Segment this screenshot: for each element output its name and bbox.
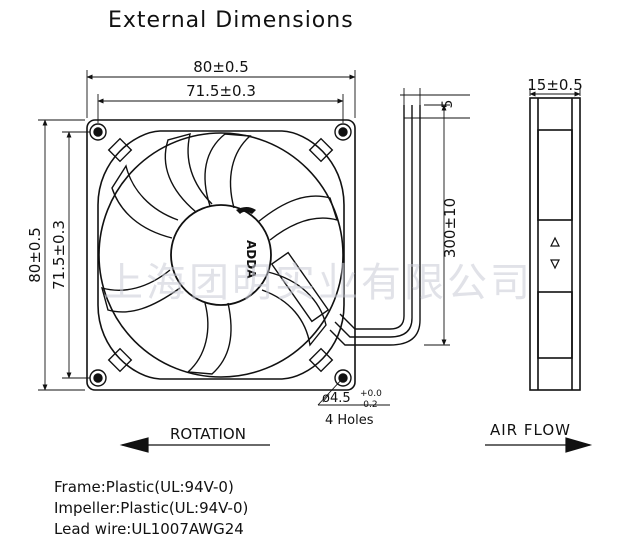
frame-width-label: 80±0.5 bbox=[193, 58, 249, 76]
airflow-label: AIR FLOW bbox=[490, 421, 571, 439]
side-frame bbox=[529, 97, 581, 391]
corner-cutout bbox=[107, 137, 133, 163]
hole-leader-line bbox=[317, 377, 344, 406]
fan-side-view bbox=[529, 97, 581, 391]
company-watermark: 上海团明实业有限公司 bbox=[103, 260, 533, 306]
corner-cutout bbox=[107, 347, 133, 373]
spec-frame: Frame:Plastic(UL:94V-0) bbox=[54, 478, 234, 496]
mounting-hole bbox=[334, 123, 352, 141]
lead-wire bbox=[270, 105, 421, 346]
brand-logo-icon bbox=[236, 207, 256, 214]
mounting-holes bbox=[89, 123, 352, 387]
corner-cutout bbox=[308, 137, 334, 163]
brand-label: ADDA bbox=[244, 240, 258, 279]
side-arrow-icon bbox=[550, 236, 560, 247]
hole-spacing-height-label: 71.5±0.3 bbox=[50, 220, 68, 290]
spec-lead-wire: Lead wire:UL1007AWG24 bbox=[54, 520, 244, 538]
hole-count-label: 4 Holes bbox=[325, 413, 374, 428]
lead-wire-end-label: 5 bbox=[440, 100, 456, 109]
thickness-label: 15±0.5 bbox=[527, 76, 583, 94]
frame-height-label: 80±0.5 bbox=[26, 227, 44, 283]
hole-spacing-width-label: 71.5±0.3 bbox=[186, 82, 256, 100]
hole-diameter-label: ø4.5 bbox=[322, 391, 351, 406]
fan-front-view bbox=[86, 119, 356, 391]
corner-cutout bbox=[308, 347, 334, 373]
side-blade-lower bbox=[537, 291, 573, 359]
fan-blades bbox=[101, 133, 339, 375]
mounting-hole bbox=[334, 369, 352, 387]
side-blade-upper bbox=[537, 129, 573, 221]
spec-impeller: Impeller:Plastic(UL:94V-0) bbox=[54, 499, 249, 517]
airflow-arrow-icon bbox=[565, 437, 593, 453]
blade-circle bbox=[98, 132, 344, 378]
fan-hub bbox=[170, 204, 272, 306]
hole-tol-lower: -0.2 bbox=[360, 400, 378, 410]
page-title: External Dimensions bbox=[108, 8, 354, 33]
fan-frame bbox=[86, 119, 356, 391]
venturi-outline bbox=[97, 130, 345, 380]
rotation-arrow-icon bbox=[119, 437, 149, 453]
lead-wire-length-label: 300±10 bbox=[441, 198, 459, 258]
rotation-label: ROTATION bbox=[170, 425, 246, 443]
wire-clip bbox=[270, 251, 330, 323]
hole-tol-upper: +0.0 bbox=[360, 389, 382, 399]
